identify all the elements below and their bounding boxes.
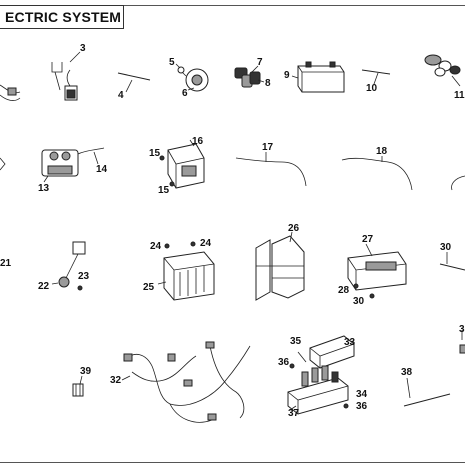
callout-16: 16 [192, 136, 204, 147]
callout-28: 30 [440, 242, 452, 253]
callout-4: 4 [118, 90, 124, 101]
part-37-fusebox-base [287, 351, 349, 415]
part-4-rod [117, 72, 151, 93]
callout-7: 7 [257, 57, 263, 68]
part-11-switch-set [424, 54, 461, 87]
callout-10: 10 [366, 83, 378, 94]
part-left-fragment-2 [0, 157, 6, 171]
callout-30a: 28 [338, 285, 350, 296]
callout-25: 25 [143, 282, 155, 293]
callout-14: 14 [96, 164, 108, 175]
callout-15a: 15 [149, 148, 161, 159]
part-22-sensor [51, 241, 86, 291]
callout-17: 17 [262, 142, 274, 153]
callout-38: 38 [401, 367, 413, 378]
callout-23: 23 [78, 271, 90, 282]
part-26-bracket [255, 231, 305, 301]
callout-37: 37 [288, 408, 300, 419]
callout-27: 27 [362, 234, 374, 245]
callout-39: 39 [80, 366, 92, 377]
callout-26: 26 [288, 223, 300, 234]
title-box: ECTRIC SYSTEM [0, 5, 124, 29]
page-title: ECTRIC SYSTEM [5, 9, 122, 25]
callout-3: 3 [80, 43, 86, 54]
callout-9: 9 [284, 70, 290, 81]
callout-30b: 30 [353, 296, 365, 307]
part-32-main-harness [121, 341, 251, 423]
part-9-battery [291, 61, 345, 93]
callout-6: 6 [182, 88, 188, 99]
part-33-fusebox-cover [309, 335, 355, 369]
callout-22: 22 [38, 281, 50, 292]
part-right-fragment-4 [459, 330, 465, 354]
callout-34: 34 [356, 389, 368, 400]
callout-21: 21 [0, 258, 12, 269]
callout-13: 13 [38, 183, 50, 194]
part-14-wire [77, 147, 105, 165]
callout-15b: 15 [158, 185, 170, 196]
part-right-fragment-2 [451, 175, 465, 191]
part-39-fuse [72, 375, 84, 397]
callout-32: 32 [110, 375, 122, 386]
part-13-starter-relay [41, 149, 79, 183]
callout-33: 33 [344, 337, 356, 348]
part-6-horn [175, 63, 209, 92]
callout-8: 8 [265, 78, 271, 89]
part-18-wire [341, 156, 413, 191]
part-7-relay [234, 65, 265, 88]
part-16-cdi-unit [159, 139, 205, 189]
part-17-wire [235, 152, 307, 187]
part-28-sensor-rod [439, 252, 465, 271]
part-27-ecu [347, 243, 407, 299]
callout-5: 5 [169, 57, 175, 68]
callout-36b: 36 [356, 401, 368, 412]
callout-24b: 24 [200, 238, 212, 249]
part-10-cable [361, 69, 391, 85]
callout-11: 11 [454, 90, 465, 101]
part-3-connector [51, 51, 81, 101]
callout-36a: 36 [278, 357, 290, 368]
callout-35: 35 [290, 336, 302, 347]
callout-24a: 24 [150, 241, 162, 252]
part-25-regulator [157, 241, 215, 301]
callout-18: 18 [376, 146, 388, 157]
part-harness-fragment [0, 84, 21, 101]
part-38-lead [403, 377, 451, 407]
callout-right-fragment: 3 [459, 324, 465, 335]
